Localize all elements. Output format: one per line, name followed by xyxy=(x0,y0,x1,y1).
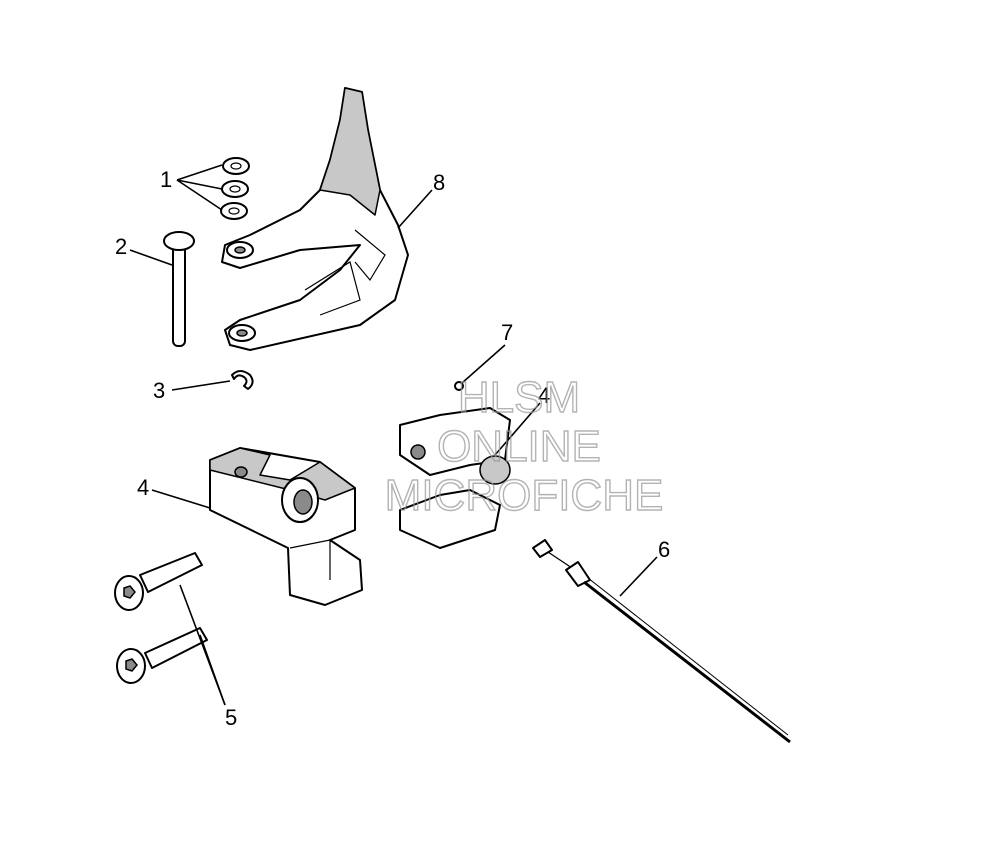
callout-8: 8 xyxy=(433,170,445,195)
clevis-pin xyxy=(163,231,195,347)
control-cable xyxy=(532,539,791,744)
socket-bolt-upper xyxy=(114,552,203,611)
callout-5: 5 xyxy=(225,705,237,730)
callout-7: 7 xyxy=(501,320,513,345)
lever-bracket xyxy=(221,87,409,351)
watermark-line-1: HLSM xyxy=(458,373,580,422)
leader-lines xyxy=(129,164,658,706)
clamp-block-lower xyxy=(209,447,363,606)
callout-4-lower: 4 xyxy=(137,475,149,500)
callout-1: 1 xyxy=(160,167,172,192)
washer-group xyxy=(220,157,250,220)
callout-6: 6 xyxy=(658,537,670,562)
small-pin xyxy=(454,381,464,391)
socket-bolt-lower xyxy=(116,627,208,684)
e-clip xyxy=(231,370,254,390)
watermark: HLSM ONLINE MICROFICHE xyxy=(384,372,664,520)
callout-2: 2 xyxy=(115,234,127,259)
watermark-line-2: ONLINE xyxy=(437,422,601,471)
watermark-line-3: MICROFICHE xyxy=(385,471,664,520)
callout-3: 3 xyxy=(153,378,165,403)
clamp-block-upper xyxy=(399,407,511,549)
callout-4-upper: 4 xyxy=(538,383,550,408)
